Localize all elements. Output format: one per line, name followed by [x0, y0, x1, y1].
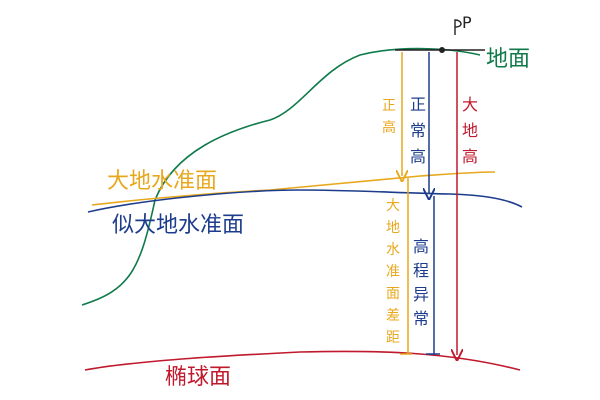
point-p-flag [454, 19, 462, 35]
normal-height-label: 正常高 [410, 95, 426, 166]
vertical-label-char: 差 [386, 308, 400, 324]
vertical-label-char: 高 [382, 119, 396, 136]
ellipsoid-label: 椭球面 [165, 365, 231, 390]
vertical-label-char: 高 [410, 147, 426, 166]
geoid-label: 大地水准面 [107, 169, 217, 194]
quasi-geoid-label: 似大地水准面 [112, 213, 244, 238]
vertical-label-char: 准 [386, 264, 400, 280]
vertical-label-char: 异 [413, 285, 429, 304]
geoid-curve [91, 171, 496, 206]
vertical-label-char: 距 [386, 330, 400, 346]
vertical-label-char: 常 [410, 121, 426, 140]
geodetic-height-label: 大地高 [462, 95, 478, 166]
vertical-label-char: 常 [413, 309, 429, 328]
vertical-label-char: 地 [386, 220, 400, 236]
vertical-label-char: 地 [462, 121, 478, 140]
vertical-label-char: 面 [386, 286, 400, 302]
vertical-label-char: 高 [413, 237, 429, 256]
vertical-label-char: 正 [382, 98, 396, 114]
orthometric-height-label: 正高 [382, 98, 396, 136]
point-p-label: P [462, 13, 472, 32]
vertical-label-char: 高 [462, 147, 478, 166]
vertical-label-char: 大 [462, 95, 478, 114]
quasi-geoid-curve [87, 189, 523, 213]
point-p-marker [439, 47, 445, 53]
vertical-label-char: 正 [410, 95, 426, 114]
vertical-label-char: 水 [386, 242, 400, 258]
terrain-label: 地面 [486, 47, 530, 72]
vertical-label-char: 程 [413, 261, 429, 280]
ellipsoid-curve [84, 350, 521, 371]
vertical-label-char: 大 [386, 198, 400, 214]
